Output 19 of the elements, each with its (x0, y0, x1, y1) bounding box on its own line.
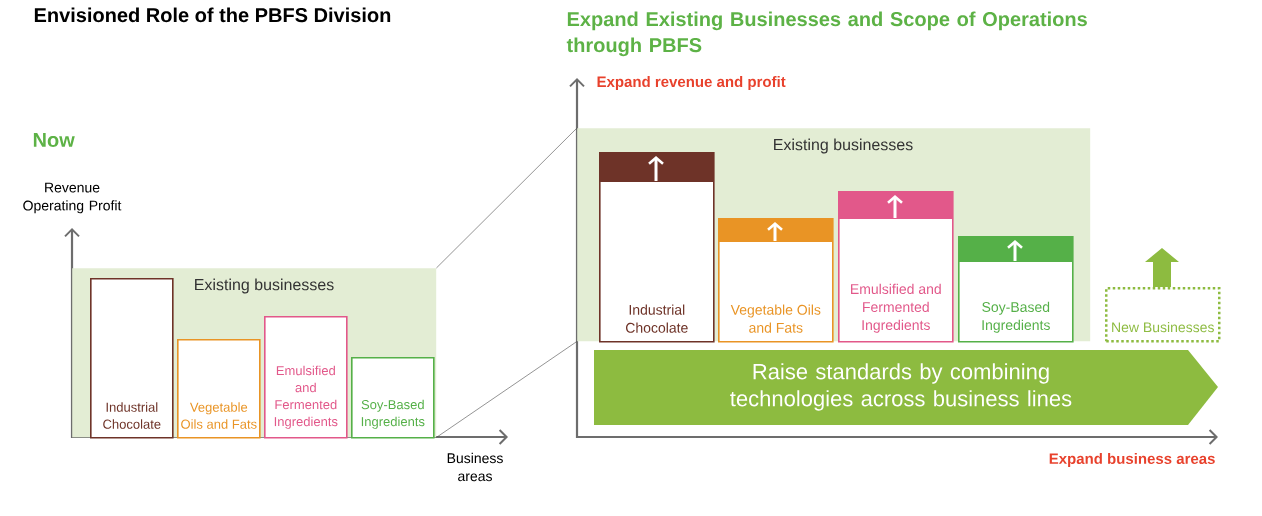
connector-line (436, 127, 578, 269)
bar: Industrial Chocolate (90, 278, 174, 439)
heading: Now (33, 133, 75, 147)
title: Envisioned Role of the PBFS Division (34, 7, 391, 23)
bar: Soy-Based Ingredients (958, 236, 1074, 343)
bar: Vegetable Oils and Fats (718, 218, 834, 343)
connector-line (436, 341, 578, 438)
bar: Vegetable Oils and Fats (177, 339, 261, 439)
dashed-box: New Businesses (1105, 287, 1221, 343)
axis-label: Business areas (447, 452, 503, 482)
axis-label: Expand business areas (1049, 453, 1215, 467)
bar: Emulsified and Fermented Ingredients (264, 316, 348, 439)
heading: Expand Existing Businesses and Scope of Operations through PBFS (566, 11, 1087, 57)
chevron-banner: Raise standards by combining technologies across business lines (594, 350, 1218, 425)
bar: Emulsified and Fermented Ingredients (838, 191, 954, 343)
bar: Industrial Chocolate (599, 152, 715, 343)
axis-label: Revenue Operating Profit (23, 182, 122, 214)
bar: Soy-Based Ingredients (351, 357, 435, 439)
axis-label: Expand revenue and profit (597, 76, 786, 90)
